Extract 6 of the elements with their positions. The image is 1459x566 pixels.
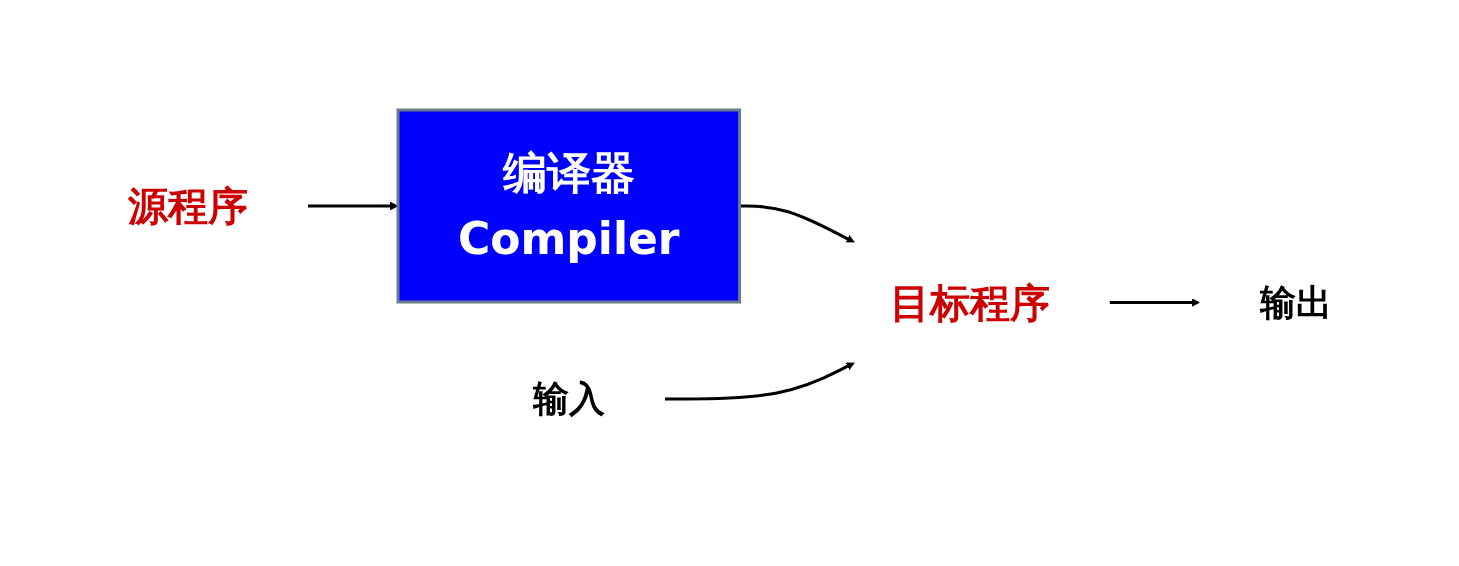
node-box: 编译器 Compiler <box>396 108 741 304</box>
node-text: 源程序 <box>127 183 248 229</box>
arrow <box>739 204 855 243</box>
arrow <box>1109 298 1200 307</box>
arrow <box>664 362 855 401</box>
node-text: 目标程序 <box>889 279 1050 326</box>
